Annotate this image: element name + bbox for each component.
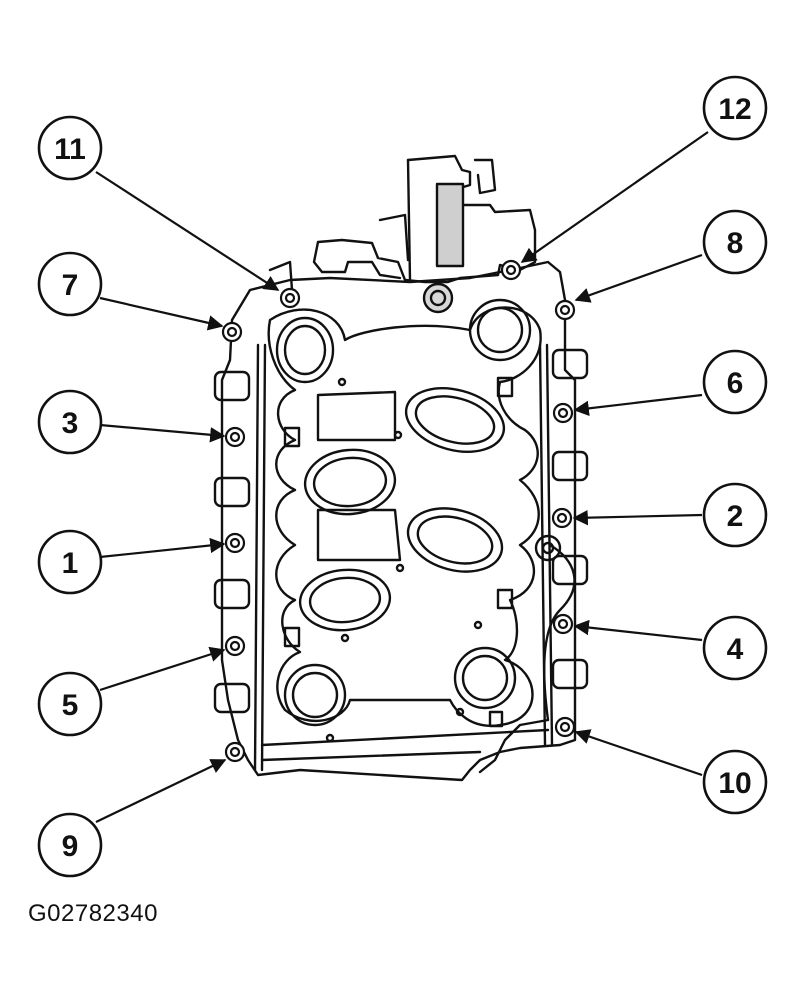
callout-9: 9: [37, 812, 103, 878]
bolt-3: [224, 426, 246, 448]
bolt-4: [552, 613, 574, 635]
callout-7: 7: [37, 251, 103, 317]
runner-ports: [275, 298, 532, 727]
callout-8: 8: [702, 209, 768, 275]
callout-4-label: 4: [727, 633, 744, 666]
leader-4: [573, 619, 703, 642]
callout-1: 1: [37, 529, 103, 595]
intake-manifold-drawing: [213, 154, 589, 782]
callout-10: 10: [702, 749, 768, 815]
bolt-7: [221, 321, 243, 343]
leader-10: [574, 729, 703, 777]
callout-6: 6: [702, 349, 768, 415]
figure-id: G02782340: [28, 900, 158, 927]
bolt-12: [500, 259, 522, 281]
callout-5: 5: [37, 671, 103, 737]
leader-11: [95, 171, 280, 291]
bolt-6: [552, 402, 574, 424]
callout-3: 3: [37, 389, 103, 455]
manifold-outer-flange: [220, 260, 577, 782]
leader-lines: [95, 131, 709, 823]
callout-12: 12: [702, 75, 768, 141]
leader-5: [99, 646, 226, 692]
callout-11: 11: [37, 115, 103, 181]
leader-8: [574, 253, 703, 303]
leader-7: [99, 296, 224, 331]
right-injector-bosses: [551, 348, 589, 690]
leader-3: [99, 423, 226, 443]
gasket-holes: [325, 377, 483, 743]
callout-3-label: 3: [62, 407, 79, 440]
leader-12: [520, 131, 709, 263]
bolt-11: [279, 287, 301, 309]
bolt-9: [224, 741, 246, 763]
callout-1-label: 1: [62, 547, 79, 580]
callout-4: 4: [702, 615, 768, 681]
bolt-holes: [221, 259, 576, 763]
bolt-2: [551, 507, 573, 529]
left-injector-bosses: [213, 370, 251, 714]
callout-6-label: 6: [727, 367, 744, 400]
callouts: 11 12 7 8 3 6 1 2: [37, 75, 768, 878]
callout-11-label: 11: [54, 133, 86, 166]
leader-9: [95, 759, 227, 823]
thermostat-housing: [312, 154, 537, 314]
callout-8-label: 8: [727, 227, 744, 260]
vacuum-line: [478, 543, 576, 774]
callout-2-label: 2: [727, 500, 744, 533]
leader-6: [573, 393, 703, 417]
gasket-outline: [267, 306, 542, 727]
callout-7-label: 7: [62, 269, 79, 302]
bolt-5: [224, 635, 246, 657]
bolt-1: [224, 532, 246, 554]
callout-5-label: 5: [62, 689, 79, 722]
leader-2: [572, 509, 703, 526]
callout-12-label: 12: [718, 93, 751, 126]
bolt-10: [554, 716, 576, 738]
bolt-8: [554, 299, 576, 321]
leader-1: [99, 537, 226, 559]
callout-9-label: 9: [62, 830, 79, 863]
callout-2: 2: [702, 482, 768, 548]
callout-10-label: 10: [718, 767, 751, 800]
